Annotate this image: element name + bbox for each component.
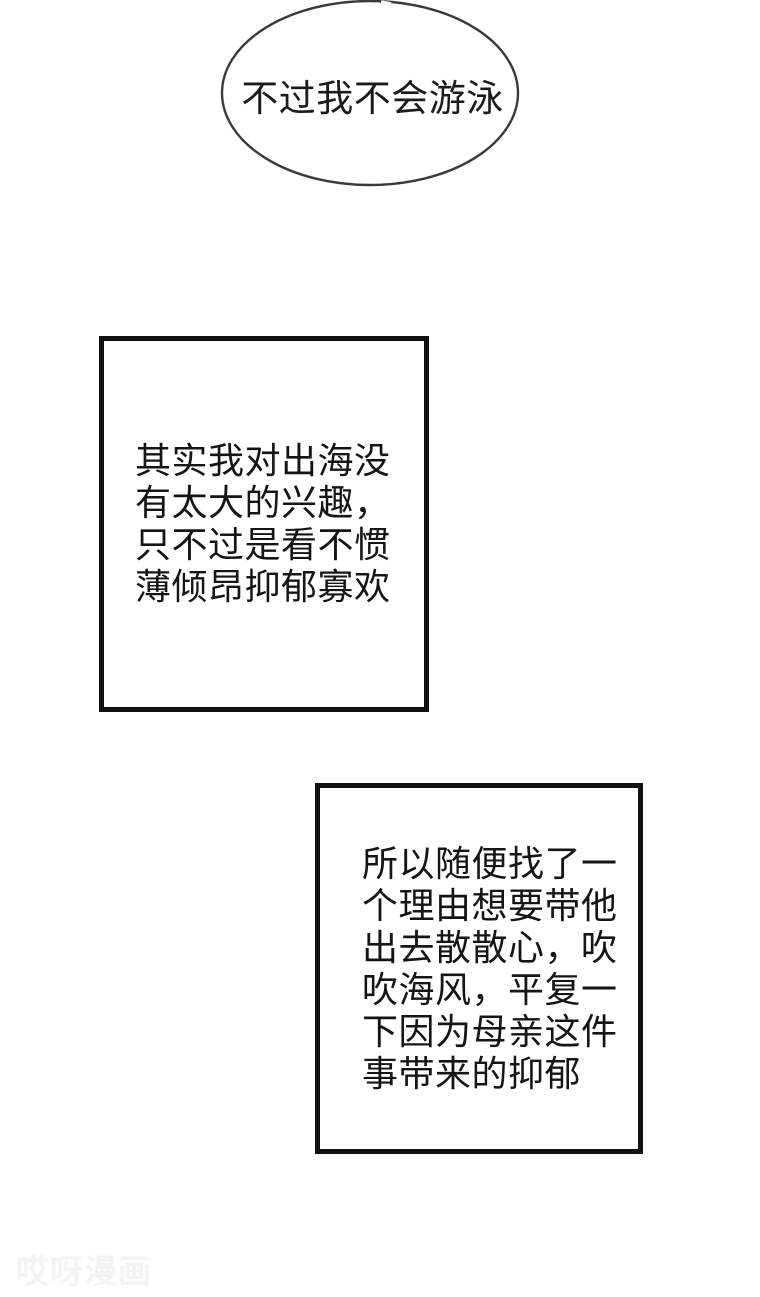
narration-panel-1-text: 其实我对出海没 有太大的兴趣， 只不过是看不惯 薄倾昂抑郁寡欢 [135, 440, 391, 607]
narration-panel-2: 所以随便找了一 个理由想要带他 出去散散心，吹 吹海风，平复一 下因为母亲这件 … [315, 783, 643, 1154]
speech-bubble-text: 不过我不会游泳 [241, 78, 504, 119]
speech-bubble-tail-join [380, 0, 392, 6]
speech-bubble-shape [220, 0, 520, 187]
speech-bubble: 不过我不会游泳 [195, 0, 550, 198]
narration-panel-2-text: 所以随便找了一 个理由想要带他 出去散散心，吹 吹海风，平复一 下因为母亲这件 … [362, 842, 618, 1094]
watermark: 哎呀漫画 [16, 1253, 152, 1290]
narration-panel-1: 其实我对出海没 有太大的兴趣， 只不过是看不惯 薄倾昂抑郁寡欢 [99, 336, 429, 712]
